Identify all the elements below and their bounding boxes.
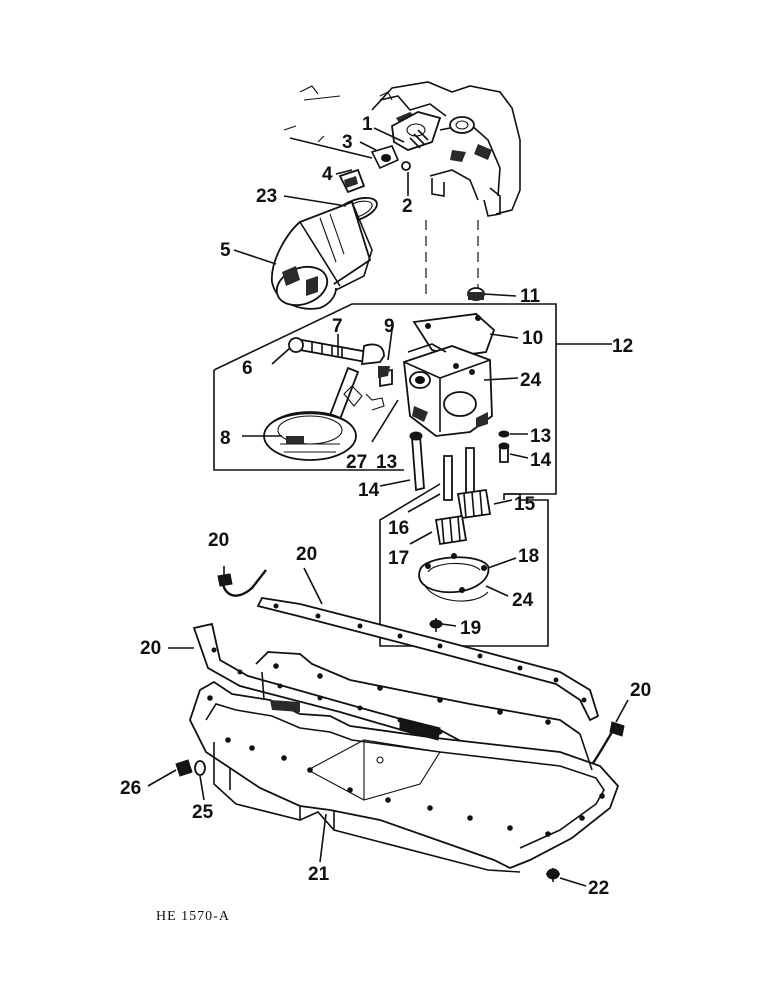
leader-lines-top: [233, 127, 409, 265]
callout-3: 3: [342, 132, 353, 153]
callout-11: 11: [520, 286, 541, 307]
callout-25: 25: [192, 802, 214, 823]
callout-26: 26: [120, 778, 141, 799]
callout-23: 23: [256, 186, 277, 207]
callout-20-seal: 20: [208, 530, 229, 551]
suction-pipe-assembly: [263, 337, 399, 461]
drain-plug-and-bolt: [175, 759, 560, 882]
callout-1: 1: [362, 114, 373, 135]
callout-5: 5: [220, 240, 231, 261]
pump-gears-and-cover: [418, 488, 492, 632]
callout-6: 6: [242, 358, 253, 379]
callout-14-left: 14: [358, 480, 380, 501]
callout-labels: 1 2 3 4 23 5 11 10 12 7 9 6 24 8 27 13 1…: [120, 114, 651, 899]
callout-18: 18: [518, 546, 539, 567]
oil-pump-group-outline: [213, 303, 612, 647]
callout-12: 12: [612, 336, 633, 357]
pump-mounting-bolts: [409, 430, 510, 501]
callout-21: 21: [308, 864, 330, 885]
callout-20-right: 20: [630, 680, 651, 701]
callout-20-upper: 20: [296, 544, 317, 565]
callout-8: 8: [220, 428, 231, 449]
callout-7: 7: [332, 316, 343, 337]
callout-9: 9: [384, 316, 395, 337]
callout-19: 19: [460, 618, 481, 639]
callout-13-left: 13: [376, 452, 397, 473]
callout-20-left: 20: [140, 638, 161, 659]
callout-4: 4: [322, 164, 333, 185]
callout-10: 10: [522, 328, 543, 349]
callout-13-right: 13: [530, 426, 551, 447]
leader-lines-pump: [242, 293, 529, 627]
oil-pump-body: [403, 343, 493, 437]
callout-27: 27: [346, 452, 367, 473]
callout-16: 16: [388, 518, 409, 539]
leader-lines-bottom: [147, 566, 629, 887]
callout-24-upper: 24: [520, 370, 542, 391]
oil-pan-flange-holes: [207, 663, 605, 837]
callout-15: 15: [514, 494, 536, 515]
figure-code-caption: HE 1570-A: [156, 909, 230, 924]
oil-filter: [271, 197, 378, 310]
filter-mount-parts: [338, 111, 442, 194]
callout-24-lower: 24: [512, 590, 534, 611]
callout-14-right: 14: [530, 450, 552, 471]
callout-2: 2: [402, 196, 413, 217]
callout-17: 17: [388, 548, 409, 569]
callout-22: 22: [588, 878, 609, 899]
